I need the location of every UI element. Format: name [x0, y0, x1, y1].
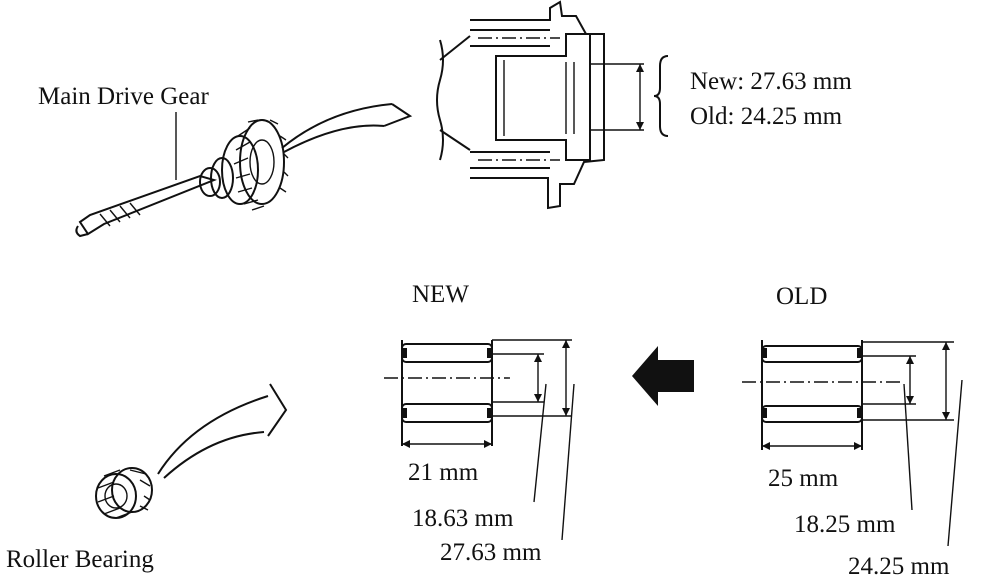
curved-arrow-bearing [157, 383, 288, 479]
old-heading: OLD [776, 283, 827, 310]
new-outer-label: 27.63 mm [440, 539, 542, 566]
gear-cross-section [436, 0, 669, 210]
new-inner-label: 18.63 mm [412, 505, 514, 532]
new-spec-label: New: 27.63 mm [690, 68, 852, 95]
main-drive-gear-illustration [75, 112, 289, 238]
new-width-label: 21 mm [408, 459, 479, 486]
old-width-label: 25 mm [768, 465, 839, 492]
old-inner-label: 18.25 mm [794, 511, 896, 538]
main-drive-gear-label: Main Drive Gear [38, 83, 209, 110]
curved-arrow-gear [281, 103, 413, 153]
old-outer-label: 24.25 mm [848, 553, 950, 580]
old-spec-label: Old: 24.25 mm [690, 103, 843, 130]
roller-bearing-illustration [95, 467, 153, 519]
new-heading: NEW [412, 281, 469, 308]
old-bearing-drawing [742, 340, 963, 547]
roller-bearing-label: Roller Bearing [6, 546, 154, 573]
left-arrow-icon [632, 346, 694, 406]
new-bearing-drawing [384, 339, 575, 541]
